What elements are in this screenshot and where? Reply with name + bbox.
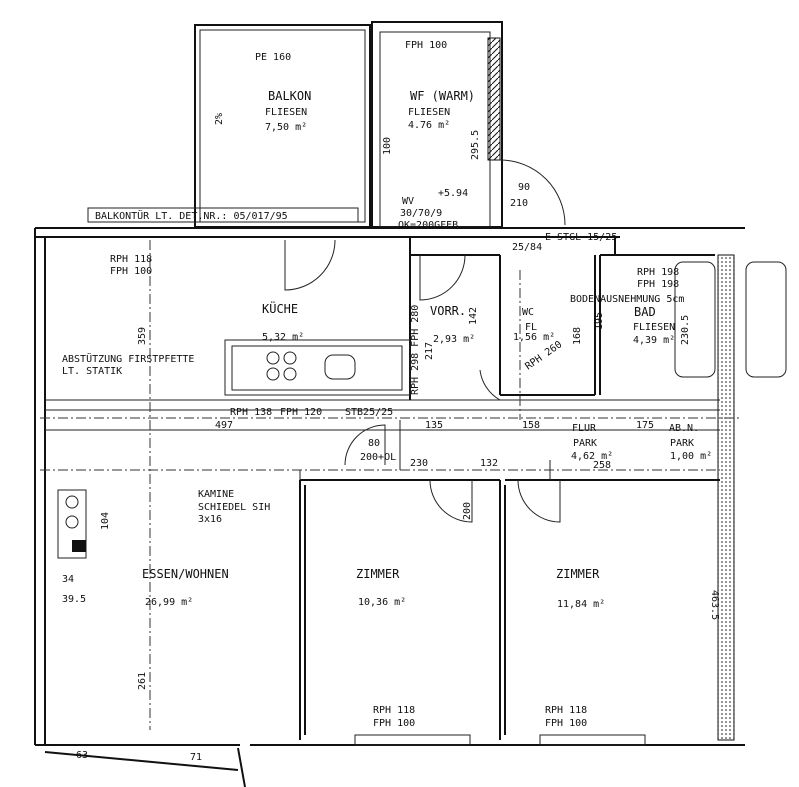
stb-note: STB25/25	[345, 407, 393, 418]
estgl-note: E-STGL 15/25	[545, 232, 617, 243]
statik-note: LT. STATIK	[62, 366, 122, 377]
kueche-rph: RPH 118	[110, 254, 152, 265]
doors	[284, 159, 566, 523]
dim-71: 71	[190, 752, 202, 763]
bad-area: 4,39 m²	[633, 335, 675, 346]
abstuetzung-note: ABSTÜTZUNG FIRSTPFETTE	[62, 352, 194, 365]
bad-note: BODENAUSNEHMUNG 5cm	[570, 294, 684, 305]
dim-2955: 295.5	[470, 130, 481, 160]
wf-level: +5.94	[438, 188, 468, 199]
dim-217: 217	[424, 342, 435, 360]
dim-142: 142	[468, 307, 479, 325]
kueche-label: KÜCHE	[262, 300, 298, 316]
balkon-label: BALKON	[268, 89, 311, 103]
zimmer2-label: ZIMMER	[556, 567, 600, 581]
kamine-size: 3x16	[198, 514, 222, 525]
walls	[34, 21, 787, 787]
zimmer1-rph: RPH 118	[373, 705, 415, 716]
bad-rph: RPH 198	[637, 267, 679, 278]
dim-175: 175	[636, 420, 654, 431]
bad-fph: FPH 198	[637, 279, 679, 290]
kueche-fph2: FPH 120	[280, 407, 322, 418]
dim-80: 80	[368, 438, 380, 449]
abn-floor: PARK	[670, 438, 694, 449]
schiedel-label: SCHIEDEL SIH	[198, 502, 270, 513]
wf-label: WF (WARM)	[410, 89, 475, 103]
dim-359: 359	[137, 327, 148, 345]
balkon-slope: 2%	[214, 113, 225, 125]
flur-label: FLUR	[572, 423, 597, 434]
kamine-label: KAMINE	[198, 489, 234, 500]
zimmer1-area: 10,36 m²	[358, 597, 406, 608]
zimmer2-area: 11,84 m²	[557, 599, 605, 610]
balkon-area: 7,50 m²	[265, 122, 307, 133]
dim-230: 230	[410, 458, 428, 469]
abn-area: 1,00 m²	[670, 451, 712, 462]
balkontuer-note: BALKONTÜR LT. DET.NR.: 05/017/95	[95, 209, 288, 222]
kueche-area: 5,32 m²	[262, 332, 304, 343]
wf-wv-size: 30/70/9	[400, 208, 442, 219]
rph260-note: RPH 260	[523, 339, 564, 372]
flur-area: 4,62 m²	[571, 451, 613, 462]
wc-area: 1,56 m²	[513, 332, 555, 343]
balkon-floor: FLIESEN	[265, 107, 307, 118]
dimension-lines	[40, 240, 740, 730]
essen-label: ESSEN/WOHNEN	[142, 567, 229, 581]
dim-195: 195	[594, 312, 605, 330]
dim-63: 63	[76, 750, 88, 761]
dim-258: 258	[593, 460, 611, 471]
dim-200: 200	[462, 502, 473, 520]
rph-fph-note: RPH 298 FPH 280	[410, 305, 421, 395]
dimension-labels: 497 135 158 175 230 132 258 359 261 463.…	[62, 130, 720, 763]
dim-104: 104	[100, 512, 111, 530]
wf-fph: FPH 100	[405, 40, 447, 51]
wf-ok: OK=200GFEB	[398, 220, 458, 231]
kueche-fph: FPH 100	[110, 266, 152, 277]
bad-label: BAD	[634, 305, 656, 319]
dim-100: 100	[382, 137, 393, 155]
dim-2305: 230.5	[680, 315, 691, 345]
zimmer2-fph: FPH 100	[545, 718, 587, 729]
wf-floor: FLIESEN	[408, 107, 450, 118]
zimmer2-rph: RPH 118	[545, 705, 587, 716]
bad-floor: FLIESEN	[633, 322, 675, 333]
dim-34: 34	[62, 574, 74, 585]
zimmer1-fph: FPH 100	[373, 718, 415, 729]
dim-132: 132	[480, 458, 498, 469]
zimmer1-label: ZIMMER	[356, 567, 400, 581]
wc-label: WC	[522, 307, 534, 318]
dim-210: 210	[510, 198, 528, 209]
wf-area: 4.76 m²	[408, 120, 450, 131]
dim-168: 168	[572, 327, 583, 345]
flur-floor: PARK	[573, 438, 597, 449]
wf-wv: WV	[402, 196, 414, 207]
kueche-rph2: RPH 138	[230, 407, 272, 418]
essen-area: 26,99 m²	[145, 597, 193, 608]
dim-90: 90	[518, 182, 530, 193]
wc-floor: FL	[525, 322, 537, 333]
dim-395: 39.5	[62, 594, 86, 605]
vorr-area: 2,93 m²	[433, 334, 475, 345]
dim-135: 135	[425, 420, 443, 431]
dim-158: 158	[522, 420, 540, 431]
dim-261: 261	[137, 672, 148, 690]
vorr-label: VORR.	[430, 304, 466, 318]
stufe-note: 25/84	[512, 242, 542, 253]
dim-200ol: 200+OL	[360, 452, 396, 463]
balkon-beam: PE 160	[255, 52, 291, 63]
dim-4635: 463.5	[709, 590, 720, 620]
abn-label: AB.N.	[669, 423, 699, 434]
dim-497: 497	[215, 420, 233, 431]
